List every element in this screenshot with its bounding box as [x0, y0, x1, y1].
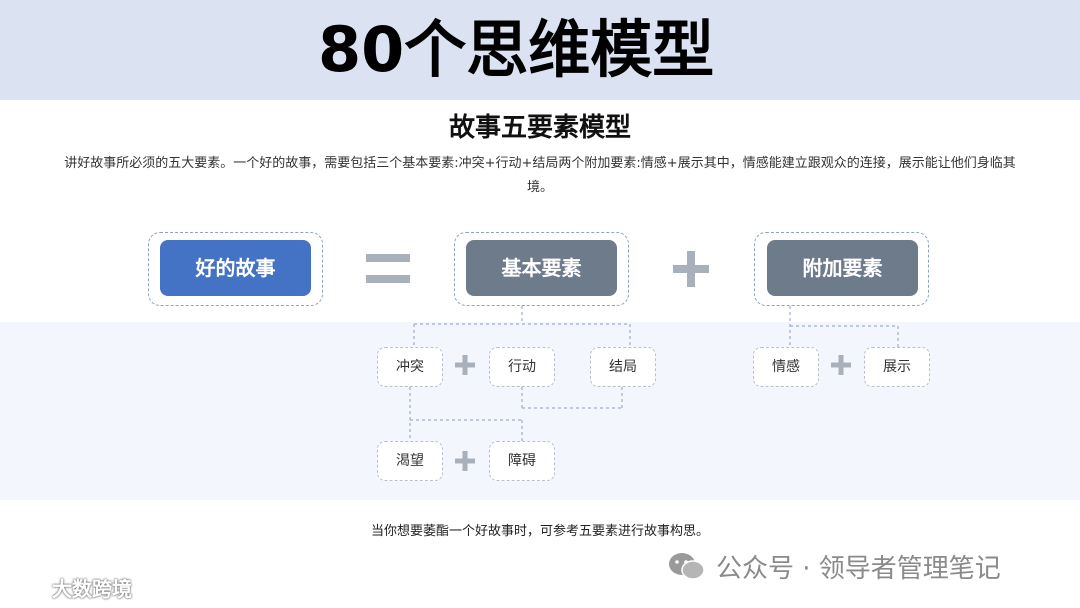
wechat-icon — [669, 553, 705, 580]
plus-sign — [455, 355, 475, 379]
header-band — [0, 0, 1080, 100]
element-display: 展示 — [864, 347, 930, 387]
element-emotion: 情感 — [753, 347, 819, 387]
element-desire: 渴望 — [377, 441, 443, 481]
element-conflict: 冲突 — [377, 347, 443, 387]
watermark-brand: 大数跨境 — [8, 572, 132, 602]
watermark-left-text: 大数跨境 — [52, 576, 132, 601]
element-result: 结局 — [590, 347, 656, 387]
brand-logo-icon — [9, 577, 45, 596]
watermark-right-text: 公众号 · 领导者管理笔记 — [716, 553, 1001, 584]
plus-sign — [831, 355, 851, 379]
footer-note: 当你想要萎酯一个好故事时，可参考五要素进行故事构思。 — [370, 524, 709, 539]
basic-elements-box: 基本要素 — [466, 240, 617, 296]
plus-sign — [455, 451, 475, 475]
plus-sign-large — [673, 251, 709, 287]
element-action: 行动 — [489, 347, 555, 387]
model-title: 故事五要素模型 — [448, 113, 631, 143]
element-obstacle: 障碍 — [489, 441, 555, 481]
additional-elements-frame — [754, 232, 929, 306]
good-story-box: 好的故事 — [160, 240, 311, 296]
equals-sign — [366, 254, 410, 283]
watermark-wechat: 公众号 · 领导者管理笔记 — [668, 546, 1001, 586]
page-title: 80个思维模型 — [318, 13, 715, 86]
basic-elements-frame — [454, 232, 629, 306]
model-description: 讲好故事所必须的五大要素。一个好的故事，需要包括三个基本要素:冲突+行动+结局两… — [64, 156, 1016, 195]
good-story-frame — [148, 232, 323, 306]
additional-elements-box: 附加要素 — [767, 240, 918, 296]
